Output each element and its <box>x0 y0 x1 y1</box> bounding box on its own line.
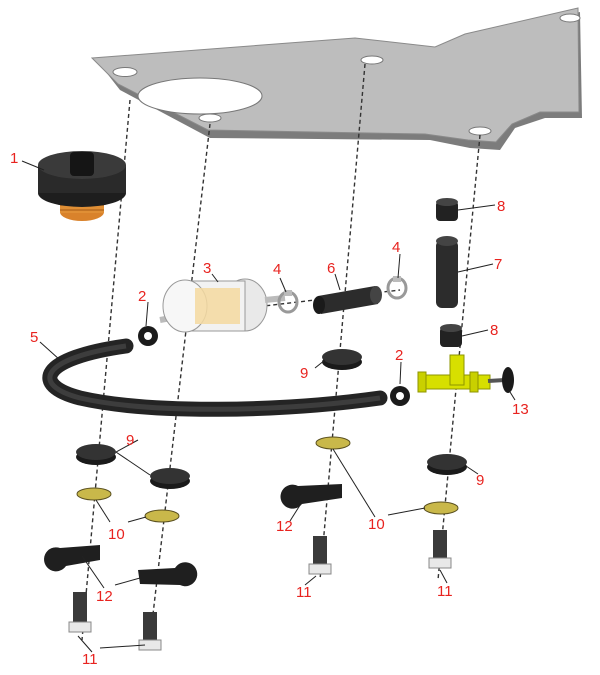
p-clip-1 <box>44 545 100 572</box>
callout-11-left: 11 <box>82 651 98 668</box>
callout-8-lower: 8 <box>490 322 498 339</box>
washer-4 <box>423 501 459 515</box>
callout-11-mid: 11 <box>296 584 312 601</box>
bolt-2 <box>138 612 162 651</box>
callout-9-right: 9 <box>476 472 484 489</box>
bolt-1 <box>68 592 92 633</box>
p-clip-3 <box>280 484 342 509</box>
fuel-filter <box>159 278 286 333</box>
callout-1: 1 <box>10 150 18 167</box>
callout-2-lower: 2 <box>395 347 403 364</box>
bushing-2 <box>150 468 190 489</box>
callout-8-upper: 8 <box>497 198 505 215</box>
assembly-centerlines <box>81 63 481 641</box>
hose-clamp-right <box>386 276 408 300</box>
bushing-4 <box>427 454 467 475</box>
fuel-hose-long <box>42 338 388 417</box>
hose-cap-upper <box>436 198 458 221</box>
washer-1 <box>76 487 112 501</box>
mounting-plate <box>90 7 582 150</box>
washer-2 <box>144 509 180 523</box>
callout-6: 6 <box>327 260 335 277</box>
hose-cap-lower <box>440 324 462 347</box>
short-hose <box>313 286 382 314</box>
callout-4-right: 4 <box>392 239 400 256</box>
callout-5: 5 <box>30 329 38 346</box>
callout-2-upper: 2 <box>138 288 146 305</box>
shutoff-knob <box>487 367 514 393</box>
grommet-lower <box>390 386 410 406</box>
fuel-cap <box>38 151 126 221</box>
callout-10-right: 10 <box>368 516 385 533</box>
callout-13: 13 <box>512 401 529 418</box>
bushing-3 <box>322 349 362 370</box>
callout-7: 7 <box>494 256 502 273</box>
bolt-3 <box>308 536 332 575</box>
washer-3 <box>315 436 351 450</box>
callout-3: 3 <box>203 260 211 277</box>
callout-12-left: 12 <box>96 588 113 605</box>
grommet-upper <box>138 326 158 346</box>
tee-fitting <box>417 354 491 393</box>
callout-4-left: 4 <box>273 261 281 278</box>
bolt-4 <box>428 530 452 569</box>
p-clip-2 <box>138 562 198 587</box>
callout-11-right: 11 <box>437 583 453 600</box>
callout-10-left: 10 <box>108 526 125 543</box>
callout-9-left: 9 <box>126 432 134 449</box>
bushing-1 <box>76 444 116 465</box>
callout-9-hose: 9 <box>300 365 308 382</box>
callout-labels: 1 2 3 4 4 5 6 7 8 8 2 9 13 9 9 9 10 10 1… <box>10 150 529 668</box>
callout-leaders <box>21 160 516 653</box>
vent-hose <box>436 236 458 308</box>
callout-12-right: 12 <box>276 518 293 535</box>
hose-clamp-left <box>277 290 299 314</box>
